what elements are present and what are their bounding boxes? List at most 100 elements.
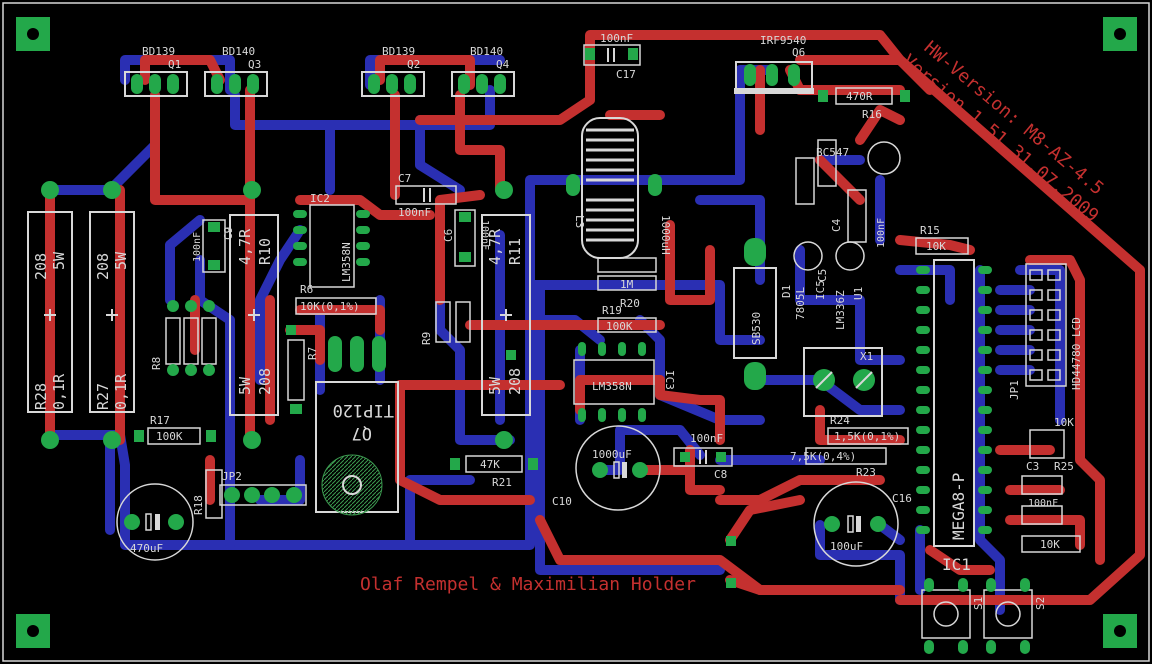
q3-type-label: BD140 bbox=[222, 45, 255, 58]
ic3-ref-label: IC3 bbox=[663, 370, 676, 390]
d1-type-label: SB530 bbox=[750, 312, 763, 345]
r10-extra1-label: 5W bbox=[236, 376, 254, 395]
switch-s1: S1 bbox=[921, 578, 985, 654]
r21-ref-label: R21 bbox=[492, 476, 512, 489]
capacitor-c8: 100nF C8 bbox=[673, 432, 733, 481]
r28-ref-label: R28 bbox=[32, 383, 50, 410]
r20-value-label: 1M bbox=[620, 278, 634, 291]
authors-text: Olaf Rempel & Maximilian Holder bbox=[360, 574, 696, 595]
q2-type-label: BD139 bbox=[382, 45, 415, 58]
c16-ref-label: C16 bbox=[892, 492, 912, 505]
c9-ref-label: C9 bbox=[222, 227, 235, 240]
lcd-type-label: HD44780 LCD bbox=[1070, 317, 1083, 390]
trimmer-10k: 10K bbox=[1029, 416, 1074, 459]
c7-ref-label: C7 bbox=[398, 172, 411, 185]
capacitor-c9: 470uF C9 100nF bbox=[0, 0, 235, 273]
c4-ref-label: C4 bbox=[830, 218, 843, 232]
c9-value-label: 470uF bbox=[0, 0, 3, 1]
c3-value-label: 100nF bbox=[1028, 498, 1058, 509]
c17-ref-label: C17 bbox=[616, 68, 636, 81]
r24-ref-label: R24 bbox=[830, 414, 850, 427]
resistor-r23-r24: 1,5K(0,1%) 7,5K(0,4%) R24 R23 bbox=[790, 414, 909, 479]
r11-extra2-label: 208 bbox=[506, 368, 524, 395]
transistor-q3: BD140 Q3 bbox=[204, 45, 268, 97]
l1-value-label: 1000uH bbox=[659, 215, 672, 255]
r19-ref-label: R19 bbox=[602, 304, 622, 317]
capacitor-c4: C4 100nF bbox=[830, 189, 887, 248]
ic-ic2: LM358N IC2 bbox=[293, 192, 370, 288]
r25-ref-label: R25 bbox=[1054, 460, 1074, 473]
connector-x1: X1 bbox=[803, 347, 883, 417]
jp2-ref-label: JP2 bbox=[222, 470, 242, 483]
resistor-r21: 47K R21 bbox=[450, 455, 538, 489]
r19-value-label: 100K bbox=[606, 320, 633, 333]
r25-value-label: 10K bbox=[1040, 538, 1060, 551]
q4-type-label: BD140 bbox=[470, 45, 503, 58]
c7-value-label: 100nF bbox=[398, 206, 431, 219]
resistor-r6: 10K(0,1%) R6 bbox=[295, 283, 377, 315]
r7-ref-label: R7 bbox=[306, 347, 319, 360]
resistor-r7: R7 bbox=[287, 339, 319, 414]
c4-value-label: 100nF bbox=[876, 218, 887, 248]
x1-ref-label: X1 bbox=[860, 350, 873, 363]
jumper-jp2: JP2 bbox=[219, 470, 307, 506]
q4-ref-label: Q4 bbox=[496, 58, 510, 71]
c5-ref-label: C5 bbox=[816, 269, 829, 282]
diode-d1: SB530 D1 bbox=[733, 238, 793, 390]
ic3-type-label: LM358N bbox=[592, 380, 632, 393]
r16-value-label: 470R bbox=[846, 90, 873, 103]
r28-value1-label: 208 bbox=[32, 253, 50, 280]
ic5-ref-label: IC5 bbox=[814, 280, 827, 300]
r21-value-label: 47K bbox=[480, 458, 500, 471]
resistor-stack: 1M R20 100K R19 bbox=[597, 257, 657, 333]
capacitor-c5: C5 bbox=[816, 269, 829, 282]
transistor-q4: BD140 Q4 bbox=[451, 45, 515, 97]
transistor-bc547: BC547 bbox=[795, 139, 901, 205]
ic-ic3: LM358N IC3 bbox=[573, 342, 676, 422]
capacitor-c3: C3 R25 100nF 10K bbox=[1021, 460, 1081, 553]
transistor-q7: TIP120 Q7 bbox=[315, 336, 399, 516]
r24-value-label: 7,5K(0,4%) bbox=[790, 450, 856, 463]
u1-ref-label: U1 bbox=[852, 287, 865, 300]
c10-ref-label: C10 bbox=[552, 495, 572, 508]
resistor-r17: 100K R17 bbox=[134, 414, 216, 445]
resistor-r11: 4,7R R11 5W 208 bbox=[481, 181, 531, 449]
c16-value-label: 100uF bbox=[830, 540, 863, 553]
c6-value-label: 100nF bbox=[479, 220, 490, 250]
r17-ref-label: R17 bbox=[150, 414, 170, 427]
vias bbox=[286, 325, 736, 588]
r8-ref-label: R8 bbox=[150, 357, 163, 370]
ic-u1: LM336Z U1 bbox=[834, 241, 865, 330]
ic1-type-label: MEGA8-P bbox=[949, 473, 968, 540]
r15-value-label: 10K bbox=[926, 240, 946, 253]
resistor-r27: 208 5W R27 0,1R bbox=[89, 181, 135, 449]
d1-ref-label: D1 bbox=[780, 285, 793, 298]
capacitor-c7: C7 100nF bbox=[395, 172, 457, 219]
q6-ref-label: Q6 bbox=[792, 46, 805, 59]
r27-value1-label: 208 bbox=[94, 253, 112, 280]
switch-s2: S2 bbox=[983, 578, 1047, 654]
r16-ref-label: R16 bbox=[862, 108, 882, 121]
r11-ref-label: R11 bbox=[506, 238, 524, 265]
u1-type-label: LM336Z bbox=[834, 290, 847, 330]
q7-ref-label: Q7 bbox=[352, 423, 372, 443]
ic-ic5: 7805L IC5 bbox=[793, 241, 827, 320]
mounting-holes bbox=[16, 17, 1137, 648]
ic1-ref-label: IC1 bbox=[942, 555, 971, 574]
capacitor-c17: 100nF C17 bbox=[583, 32, 641, 81]
resistor-r10: 4,7R R10 5W 208 bbox=[229, 181, 279, 449]
r11-value-label: 4,7R bbox=[486, 228, 504, 265]
c6-ref-label: C6 bbox=[442, 229, 455, 242]
ic2-ref-label: IC2 bbox=[310, 192, 330, 205]
transistor-q6: IRF9540 Q6 bbox=[734, 34, 814, 94]
resistor-r8-cluster: R8 bbox=[150, 300, 217, 376]
inductor-l1: 1000uH L3 bbox=[566, 117, 672, 259]
l1-ref-label: L3 bbox=[573, 215, 586, 228]
r27-value3-label: 0,1R bbox=[112, 373, 130, 410]
r27-ref-label: R27 bbox=[94, 383, 112, 410]
c3-ref-label: C3 bbox=[1026, 460, 1039, 473]
resistor-r16: 470R R16 bbox=[818, 87, 910, 121]
q1-type-label: BD139 bbox=[142, 45, 175, 58]
r6-ref-label: R6 bbox=[300, 283, 313, 296]
